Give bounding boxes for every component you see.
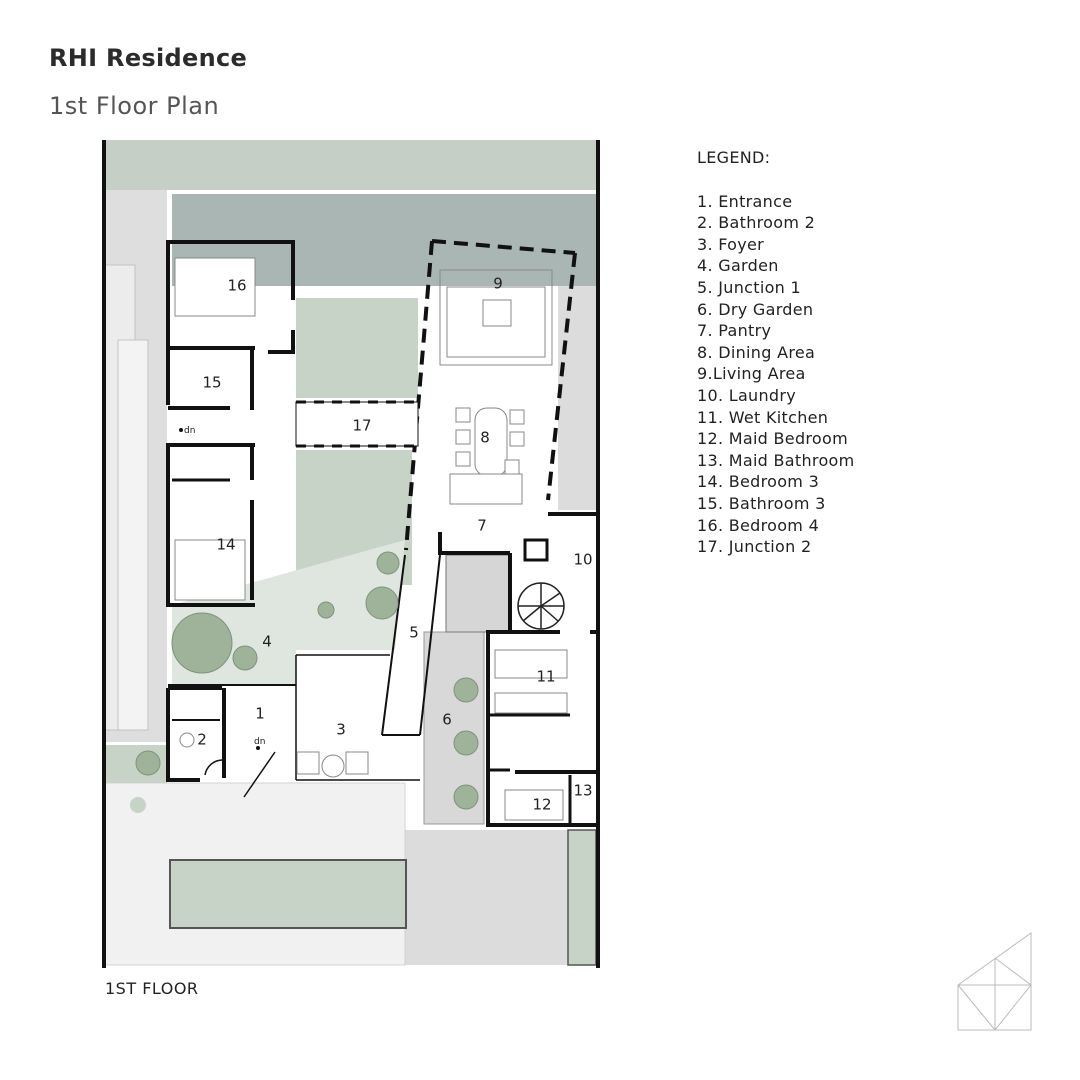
tree: [130, 797, 146, 813]
legend-item-6: 6. Dry Garden: [697, 299, 814, 319]
tree: [135, 750, 161, 776]
west-path-inner: [117, 339, 149, 731]
legend-item-4: 4. Garden: [697, 256, 779, 276]
tree: [376, 551, 400, 575]
room-label-2: 2: [197, 731, 207, 749]
top-lawn: [105, 140, 600, 190]
dining-chair: [455, 451, 471, 467]
tree: [171, 612, 233, 674]
legend-item-16: 16. Bedroom 4: [697, 515, 820, 535]
dining-chair: [509, 431, 525, 447]
stair-note-entrance: dn: [254, 737, 265, 747]
room-label-17: 17: [352, 417, 371, 435]
room-label-4: 4: [262, 633, 272, 651]
dining-chair: [455, 407, 471, 423]
legend-item-15: 15. Bathroom 3: [697, 493, 826, 513]
tree: [232, 645, 258, 671]
logo-mark: [957, 932, 1032, 1031]
tree: [453, 677, 479, 703]
room-label-1: 1: [255, 705, 265, 723]
tree: [453, 784, 479, 810]
east-planter: [567, 829, 597, 966]
room-label-3: 3: [336, 721, 346, 739]
legend-item-7: 7. Pantry: [697, 321, 772, 341]
legend-item-2: 2. Bathroom 2: [697, 213, 816, 233]
legend-item-13: 13. Maid Bathroom: [697, 450, 855, 470]
dining-chair: [455, 429, 471, 445]
stair-dot: [256, 746, 260, 750]
furniture: [174, 257, 568, 821]
coffee-table: [482, 299, 512, 327]
room-label-11: 11: [536, 668, 555, 686]
east-strip: [558, 286, 596, 510]
room-label-10: 10: [573, 551, 592, 569]
legend-item-9: 9.Living Area: [697, 364, 806, 384]
court-green-upper: [296, 298, 418, 398]
tree: [453, 730, 479, 756]
junction-2-bridge: [295, 400, 419, 448]
tree: [365, 586, 399, 620]
bed-3: [174, 539, 246, 601]
legend-title: LEGEND:: [697, 148, 771, 167]
room-label-13: 13: [573, 782, 592, 800]
void-shaft: [445, 554, 511, 633]
legend-item-12: 12. Maid Bedroom: [697, 429, 848, 449]
stair-dot: [179, 428, 183, 432]
legend-item-17: 17. Junction 2: [697, 537, 812, 557]
living-rug: [439, 269, 553, 366]
trees: [130, 551, 479, 813]
legend-item-1: 1. Entrance: [697, 191, 793, 211]
floor-label: 1ST FLOOR: [105, 979, 199, 998]
entrance-door: [204, 751, 276, 798]
stair-note-west: dn: [184, 426, 195, 436]
room-label-5: 5: [409, 624, 419, 642]
kitchen-counter-2: [494, 692, 568, 714]
foyer-chair: [296, 751, 320, 775]
foyer-chair: [345, 751, 369, 775]
landscape: [104, 140, 600, 966]
room-label-12: 12: [532, 796, 551, 814]
room-labels: 1 2 3 4 5 6 7 8 9 10 11 12 13 14 15 16 1…: [197, 275, 592, 814]
spiral-stair: [517, 582, 565, 630]
legend-item-14: 14. Bedroom 3: [697, 472, 820, 492]
room-label-14: 14: [216, 536, 235, 554]
legend-item-11: 11. Wet Kitchen: [697, 407, 829, 427]
room-label-9: 9: [493, 275, 503, 293]
foyer-seat: [321, 754, 345, 778]
room-label-7: 7: [477, 517, 487, 535]
page-subtitle: 1st Floor Plan: [49, 92, 220, 120]
dining-chair: [509, 409, 525, 425]
dining-chair: [504, 459, 520, 475]
walls: [102, 140, 600, 968]
legend-item-3: 3. Foyer: [697, 234, 765, 254]
legend-item-10: 10. Laundry: [697, 385, 797, 405]
room-label-8: 8: [480, 429, 490, 447]
legend-item-5: 5. Junction 1: [697, 277, 801, 297]
room-label-6: 6: [442, 711, 452, 729]
toilet: [179, 732, 195, 748]
maid-bed: [504, 789, 564, 821]
bed-4: [174, 257, 256, 317]
tree: [317, 601, 335, 619]
front-pool: [169, 859, 407, 929]
kitchen-counter: [494, 649, 568, 679]
legend-item-8: 8. Dining Area: [697, 342, 816, 362]
room-label-16: 16: [227, 277, 246, 295]
page-title: RHI Residence: [49, 44, 248, 72]
legend: LEGEND: 1. Entrance 2. Bathroom 2 3. Foy…: [697, 147, 855, 558]
room-label-15: 15: [202, 374, 221, 392]
sideboard: [449, 473, 523, 505]
